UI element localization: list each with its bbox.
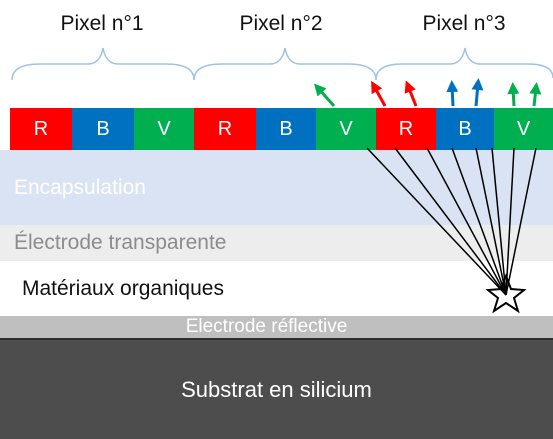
transparent-electrode-label: Électrode transparente — [14, 231, 227, 254]
subpixel-label: B — [458, 117, 472, 140]
subpixel-label: R — [217, 117, 233, 140]
emission-star-icon — [485, 273, 527, 314]
subpixel-label: R — [33, 117, 49, 140]
subpixel-r-3: R — [376, 108, 436, 150]
subpixel-label: B — [96, 117, 110, 140]
reflective-electrode-label: Electrode réflective — [185, 316, 348, 337]
pixel-brace-3 — [375, 47, 553, 81]
subpixel-v-1: V — [134, 108, 194, 150]
red-arrow-icon — [371, 80, 387, 107]
blue-arrow-icon — [471, 78, 484, 107]
organic-materials-layer: Matériaux organiques — [0, 261, 553, 316]
pixel-brace-1 — [11, 47, 195, 81]
blue-arrow-icon — [446, 80, 459, 107]
transparent-electrode-layer: Électrode transparente — [0, 225, 553, 261]
subpixel-label: V — [339, 117, 353, 140]
subpixel-label: B — [279, 117, 293, 140]
output-arrows — [314, 78, 542, 107]
light-rays — [366, 147, 537, 296]
subpixel-r-1: R — [10, 108, 72, 150]
red-arrow-icon — [404, 80, 418, 107]
green-arrow-icon — [314, 83, 336, 107]
subpixel-b-3: B — [436, 108, 494, 150]
pixel-label-3: Pixel n°3 — [422, 12, 506, 35]
reflective-electrode-layer: Electrode réflective — [0, 316, 553, 338]
green-arrow-icon — [529, 82, 542, 107]
subpixel-label: V — [157, 117, 171, 140]
encapsulation-label: Encapsulation — [14, 175, 146, 199]
silicon-substrate-label: Substrat en silicium — [181, 376, 372, 402]
subpixel-b-2: B — [256, 108, 316, 150]
pixel-brace-2 — [193, 47, 377, 81]
subpixel-r-2: R — [194, 108, 256, 150]
subpixel-v-2: V — [316, 108, 376, 150]
subpixel-v-3: V — [494, 108, 553, 150]
organic-materials-label: Matériaux organiques — [22, 276, 224, 300]
subpixel-b-1: B — [72, 108, 134, 150]
subpixel-label: V — [516, 117, 531, 140]
green-arrow-icon — [507, 82, 520, 107]
subpixel-label: R — [398, 117, 414, 140]
pixel-label-2: Pixel n°2 — [239, 12, 323, 35]
silicon-substrate-layer: Substrat en silicium — [0, 338, 553, 439]
pixel-label-1: Pixel n°1 — [60, 12, 144, 35]
